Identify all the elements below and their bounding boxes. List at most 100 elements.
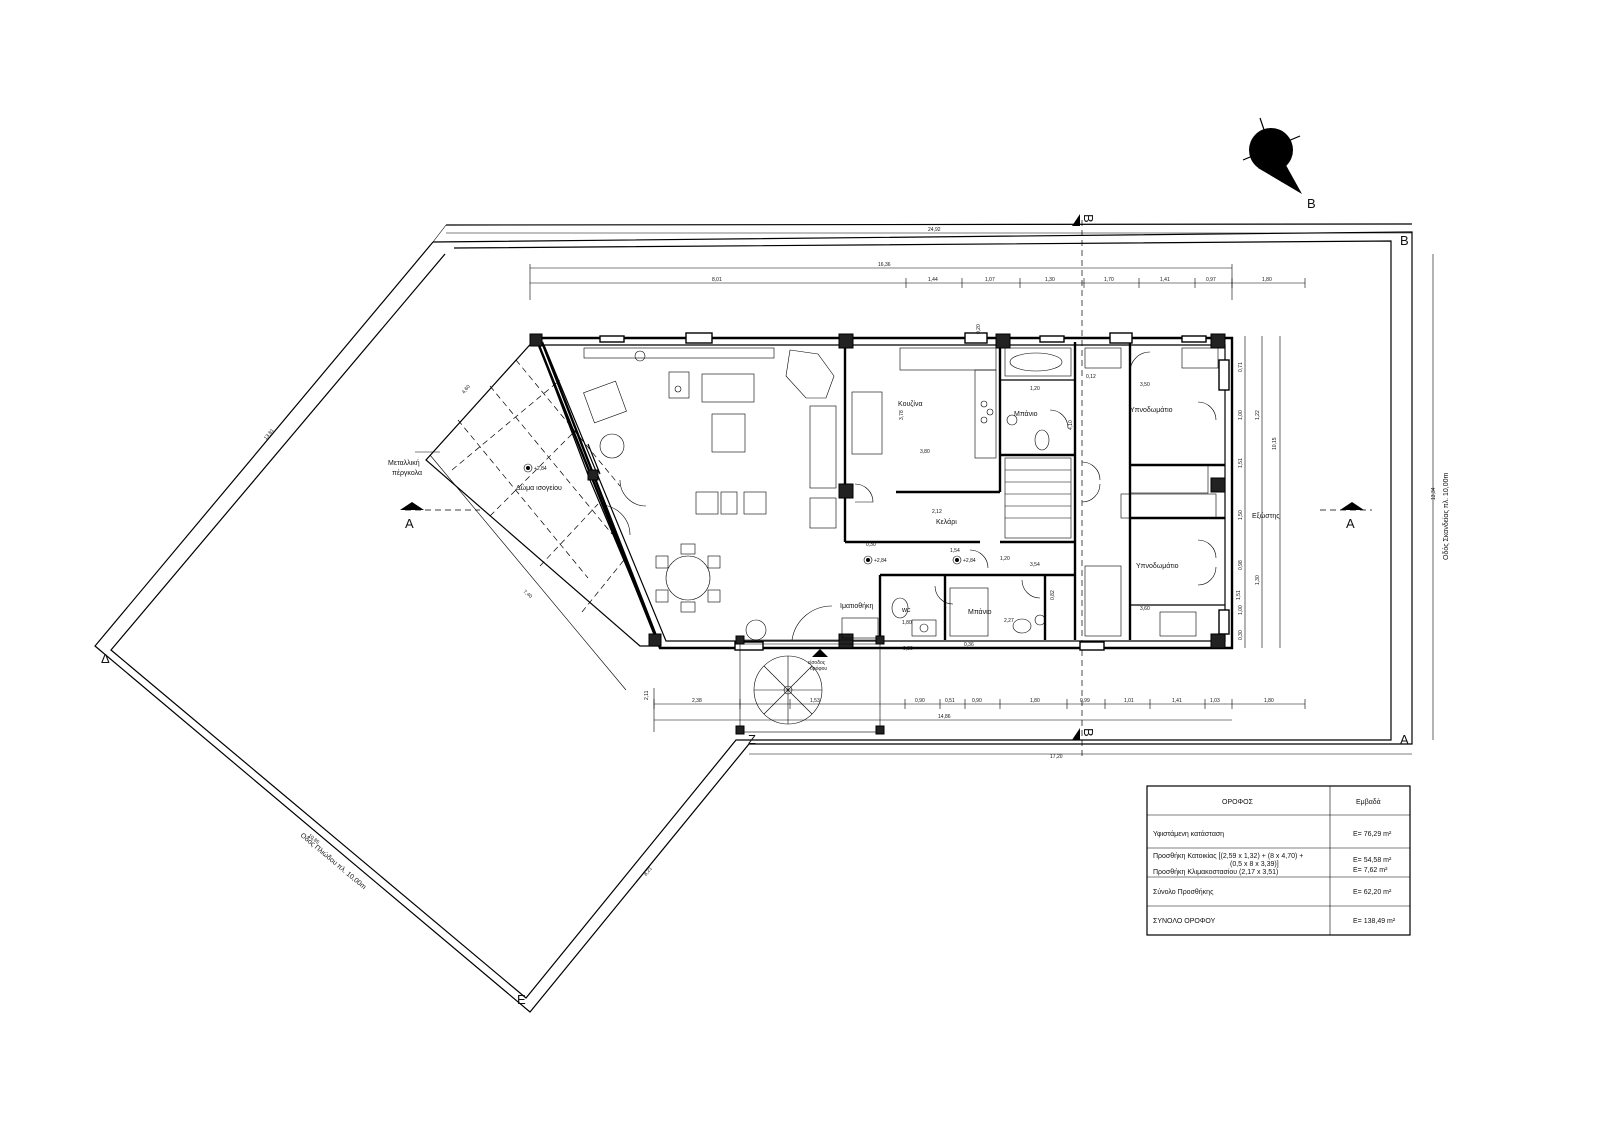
room-label-bedroom-upper: Υπνοδωμάτιο — [1130, 406, 1173, 414]
area-table-header-area: Εμβαδά — [1356, 798, 1381, 806]
area-table-row1-area: E= 76,29 m² — [1353, 831, 1392, 838]
street-left-label: Οδός Πλιώδου πλ. 10,00m — [299, 831, 368, 891]
dim-misc-1: 0,12 — [1086, 374, 1096, 380]
dim-bottom-seg-3: 0,90 — [915, 698, 925, 704]
dim-right-seg-1: 1,22 — [1255, 410, 1261, 420]
level-hall: +2,84 — [874, 558, 887, 564]
dim-right-seg-6: 1,50 — [1238, 510, 1244, 520]
area-table-row2-label-3: Προσθήκη Κλιμακοστασίου (2,17 x 3,51) — [1153, 868, 1278, 876]
dim-bottom-seg-8: 1,01 — [1124, 698, 1134, 704]
room-label-laundry: Ιματιοθήκη — [840, 603, 874, 610]
dimension-lines-diagonal: 13,81 10,85 8,21 7,40 4,60 — [110, 253, 654, 877]
dim-right-seg-8: 1,00 — [1238, 605, 1244, 615]
dim-kitchen-w: 3,80 — [920, 449, 930, 455]
furniture — [583, 347, 1219, 641]
dim-top-inner: 16,36 — [878, 262, 891, 268]
room-label-bath-lower: Μπάνιο — [968, 608, 992, 616]
metal-pergola — [415, 336, 661, 647]
windows — [599, 332, 1230, 651]
dim-misc-6: 1,20 — [1000, 556, 1010, 562]
dim-wc-w: 1,80 — [902, 620, 912, 626]
north-arrow-label: B — [1307, 196, 1316, 211]
room-label-kitchen: Κουζίνα — [898, 400, 923, 408]
pergola-label-line1: Μεταλλική — [388, 460, 420, 467]
level-entry-line2: ορόφου — [810, 665, 827, 672]
dim-top-seg-8: 1,80 — [1262, 277, 1272, 283]
dim-bottom-plot: 17,20 — [1050, 754, 1063, 760]
dim-right-seg-3: 0,71 — [1238, 362, 1244, 372]
dim-right-seg-7: 0,98 — [1238, 560, 1244, 570]
area-table-row2-area-1: E= 54,58 m² — [1353, 857, 1392, 864]
dim-pergola-diag: 7,40 — [522, 589, 533, 600]
dimension-lines-bottom: 2,38 1,53 0,90 0,51 0,90 1,80 0,99 1,01 … — [653, 688, 1412, 760]
section-b-top-label: B — [1081, 214, 1096, 223]
dim-misc-3: 0,80 — [903, 646, 913, 652]
level-living: +2,84 — [534, 466, 547, 472]
street-right-label: Οδός Σκανδείας πλ. 10,00m — [1442, 472, 1450, 560]
dim-bottom-seg-1: 2,38 — [692, 698, 702, 704]
dim-bottom-seg-5: 0,90 — [972, 698, 982, 704]
north-arrow-icon: B — [1242, 117, 1316, 211]
dim-misc-9: 1,51 — [1236, 590, 1242, 600]
area-table-header-label: ΟΡΟΦΟΣ — [1222, 799, 1254, 806]
dim-misc-2: 0,30 — [866, 542, 876, 548]
dim-bed2-w: 3,60 — [1140, 606, 1150, 612]
dim-pergola-w: 4,60 — [461, 384, 472, 395]
dim-bottom-seg-6: 1,80 — [1030, 698, 1040, 704]
dim-top-seg-6: 1,41 — [1160, 277, 1170, 283]
area-table-row3-label: Σύνολο Προσθήκης — [1153, 888, 1214, 896]
dim-top-seg-3: 1,07 — [985, 277, 995, 283]
dim-bottom-seg-9: 1,41 — [1172, 698, 1182, 704]
dim-top-seg-5: 1,70 — [1104, 277, 1114, 283]
dim-misc-4: 0,82 — [1050, 590, 1056, 600]
building-walls — [534, 336, 1234, 650]
level-entry-line1: είσοδος — [808, 660, 826, 666]
corner-d-label: Δ — [101, 651, 110, 666]
room-label-balcony: Εξώστης — [1252, 512, 1280, 520]
dim-bottom-total: 14,86 — [938, 714, 951, 720]
structural-columns — [529, 333, 1226, 649]
inner-dimensions: 3,80 3,78 3,50 3,60 1,20 2,12 3,54 1,54 … — [644, 324, 1242, 700]
corner-b-label: B — [1400, 233, 1409, 248]
room-label-cellar: Κελάρι — [936, 518, 957, 526]
section-a-right-label: A — [1346, 516, 1355, 531]
dim-bottom-seg-7: 0,99 — [1080, 698, 1090, 704]
area-table-row4-label: ΣΥΝΟΛΟ ΟΡΟΦΟΥ — [1153, 918, 1216, 925]
area-table-row1-label: Υφιστάμενη κατάσταση — [1153, 830, 1224, 838]
dim-right-inner: 10,15 — [1272, 437, 1278, 450]
dim-right-seg-2: 1,30 — [1255, 575, 1261, 585]
dim-top-seg-4: 1,30 — [1045, 277, 1055, 283]
dim-bed-w: 3,50 — [1140, 382, 1150, 388]
corner-z-label: Ζ — [748, 732, 756, 747]
corner-a-label: A — [1400, 732, 1409, 747]
area-table-row2-label-2: (0,5 x 8 x 3,39)] — [1230, 861, 1279, 868]
doors — [599, 401, 1217, 641]
dim-stair: 2,11 — [644, 690, 650, 700]
room-label-wc: wc — [901, 607, 911, 614]
dim-top-total: 24,92 — [928, 227, 941, 233]
dim-kitchen-h: 3,78 — [899, 410, 905, 420]
area-table-row3-area: E= 62,20 m² — [1353, 889, 1392, 896]
section-line-b: B B — [1072, 214, 1096, 760]
dim-right-seg-9: 0,30 — [1238, 630, 1244, 640]
spiral-staircase — [735, 635, 885, 735]
dim-diag-right: 8,21 — [643, 866, 654, 877]
area-table-row2-area-2: E= 7,62 m² — [1353, 867, 1388, 874]
dim-bath2-w: 2,27 — [1004, 618, 1014, 624]
dim-bottom-seg-2: 1,53 — [810, 698, 820, 704]
area-table-row2-label-1: Προσθήκη Κατοικίας [(2,59 x 1,32) + (8 x… — [1153, 852, 1303, 860]
dim-top-seg-2: 1,44 — [928, 277, 938, 283]
corner-e-label: Ε — [517, 992, 526, 1007]
dimension-lines-right: 13,34 10,15 1,22 1,30 0,71 1,00 1,51 1,5… — [1238, 254, 1437, 740]
dim-misc-5: 0,36 — [964, 642, 974, 648]
dim-misc-7: 4,10 — [1068, 420, 1074, 430]
area-table: ΟΡΟΦΟΣ Εμβαδά Υφιστάμενη κατάσταση E= 76… — [1146, 785, 1411, 936]
room-label-bedroom-lower: Υπνοδωμάτιο — [1136, 562, 1179, 570]
dimension-lines-top: 24,92 16,36 8,01 1,44 1,07 1,30 1,70 1,4… — [446, 227, 1412, 300]
dim-misc-8: 0,20 — [976, 324, 982, 334]
section-a-left-label: A — [405, 516, 414, 531]
dim-bottom-seg-10: 1,03 — [1210, 698, 1220, 704]
room-label-bath-upper: Μπάνιο — [1014, 410, 1038, 418]
dim-bottom-seg-11: 1,80 — [1264, 698, 1274, 704]
